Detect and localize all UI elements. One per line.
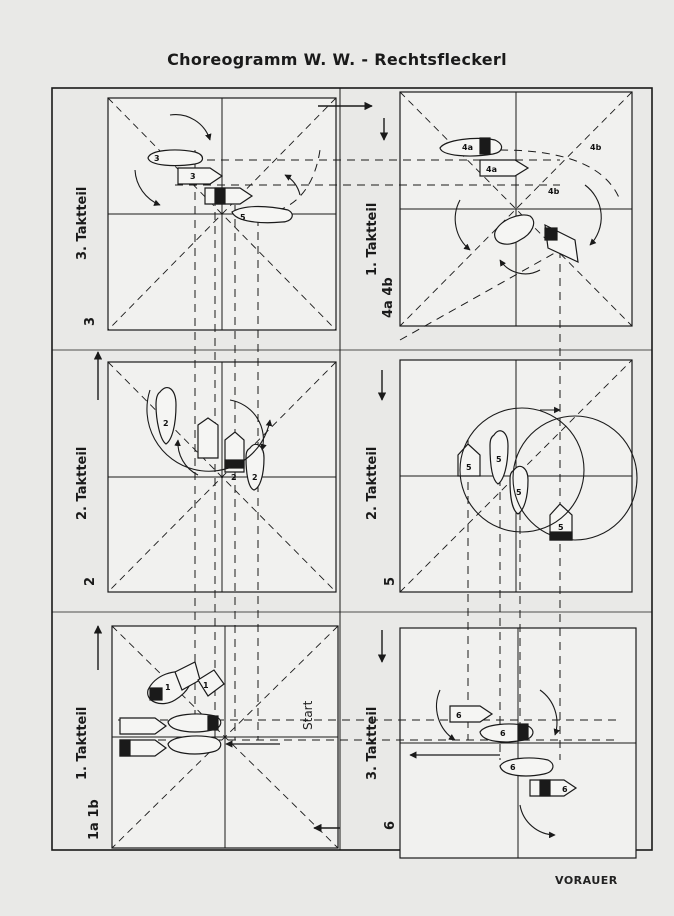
panel-6-label: 3. Taktteil [365,707,380,780]
foot-number-3a: 3 [154,154,160,163]
panel-6-counts: 6 [383,821,398,830]
panel-2-label: 2. Taktteil [75,447,90,520]
outer-frame [51,87,653,851]
panel-4-footprints [439,137,579,264]
panel-5-counts: 5 [383,577,398,586]
panel-5-label: 2. Taktteil [365,447,380,520]
panel-5-footprints [457,430,573,541]
panel-3-footprints [147,149,293,224]
foot-number-4a: 4a [462,143,473,152]
panel-3-label: 3. Taktteil [75,187,90,260]
start-label: Start [301,700,315,730]
page-title: Choreogramm W. W. - Rechtsfleckerl [167,50,507,69]
panel-6-footprints [449,705,578,797]
foot-number-5b: 5 [466,463,472,472]
foot-number-4b: 4b [548,187,560,196]
foot-number-2a: 2 [163,419,169,428]
foot-number-3b: 3 [190,172,196,181]
panel-2-counts: 2 [83,577,98,586]
foot-number-5c: 5 [496,455,502,464]
foot-number-2c: 2 [252,473,258,482]
foot-number-6c: 6 [510,763,516,772]
foot-number-5e: 5 [558,523,564,532]
panel-1-label: 1. Taktteil [75,707,90,780]
panel-4-counts: 4a 4b [381,277,396,318]
foot-number-1b: 1 [203,681,209,690]
panel-4-label: 1. Taktteil [365,203,380,276]
foot-number-5d: 5 [516,488,522,497]
foot-number-4b-path: 4b [590,143,602,152]
foot-number-5a: 5 [240,213,246,222]
panel-1-footprints [119,661,225,757]
foot-number-6d: 6 [562,785,568,794]
foot-number-2b: 2 [231,473,237,482]
panel-1-counts: 1a 1b [87,799,102,840]
foot-number-1a: 1 [165,683,171,692]
foot-number-6a: 6 [456,711,462,720]
panel-2-footprints [155,387,265,491]
panel-3-counts: 3 [83,317,98,326]
foot-number-6b: 6 [500,729,506,738]
foot-number-4a-second: 4a [486,165,497,174]
author-label: VORAUER [555,874,618,887]
direction-arrows [93,101,389,833]
